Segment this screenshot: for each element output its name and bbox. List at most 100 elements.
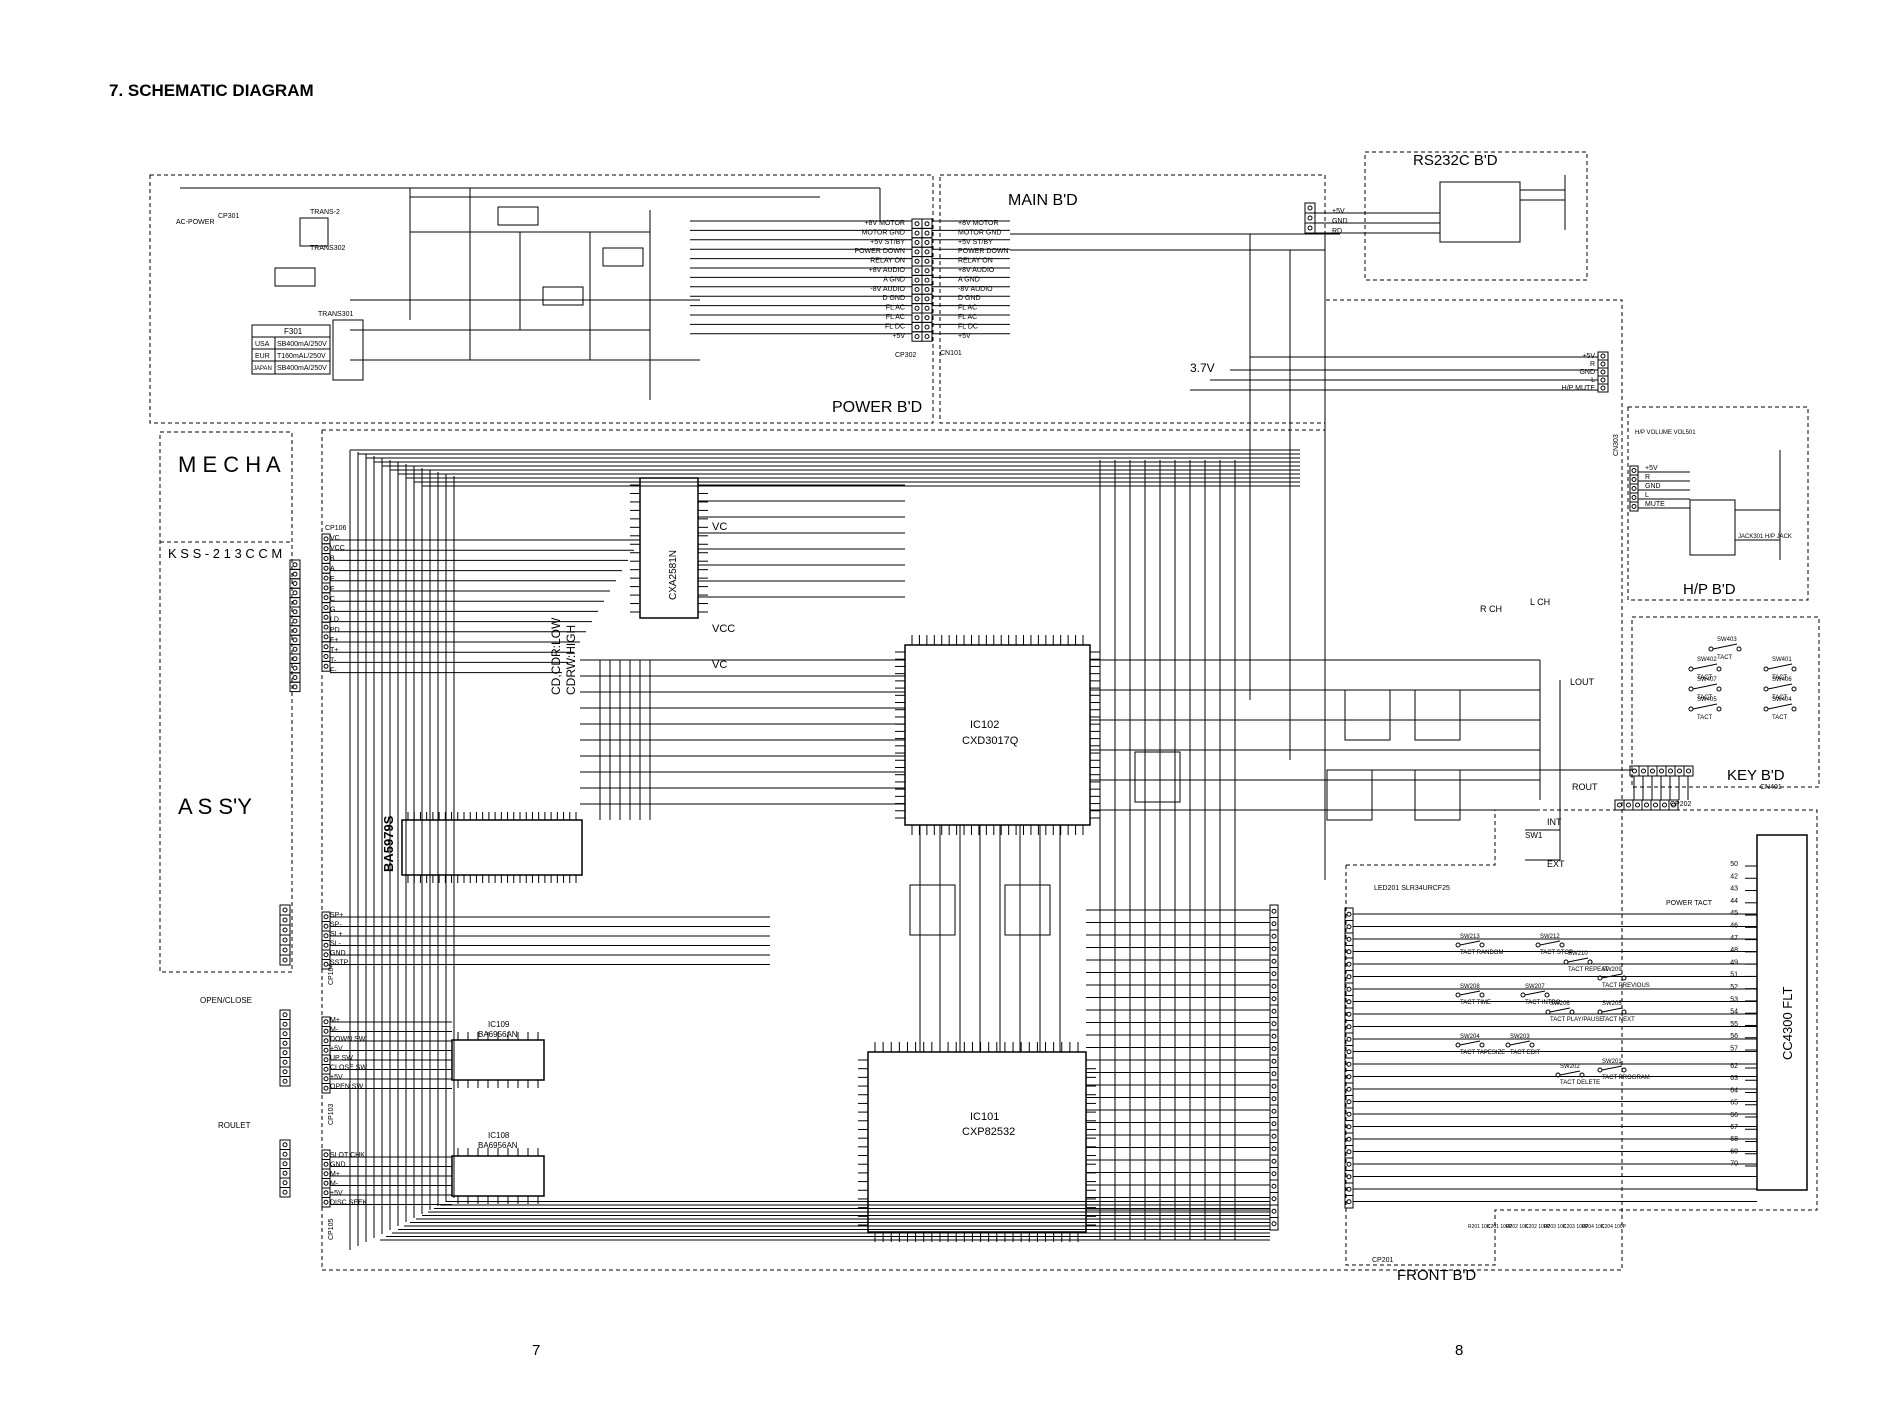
cp302-pin	[911, 246, 923, 258]
ic110-body	[1414, 769, 1461, 821]
key-switch-label-6: SW404	[1772, 697, 1792, 703]
cp106-pin-pin	[323, 663, 329, 669]
power-board-label: POWER B'D	[832, 399, 922, 416]
cp106-pin-pin	[323, 565, 329, 571]
cp103-pin-pin	[323, 1019, 329, 1025]
main-connector-label-12: +5V	[958, 333, 971, 340]
spindle-pin-label-4: GND	[330, 950, 346, 957]
front-switch-terminal	[1505, 1042, 1511, 1048]
cp105-pin	[321, 1178, 331, 1189]
cp201-pin-pin	[1346, 1161, 1352, 1167]
rs232c-pin-label-1: GND	[1332, 218, 1348, 225]
vfd-pin-a-9: 51	[1730, 972, 1738, 979]
kss-connector-pin-pin	[292, 599, 298, 605]
cn101-pin	[921, 256, 933, 267]
key-switch-terminal	[1736, 646, 1742, 652]
cn303-pin-pin	[1631, 495, 1637, 500]
front-switch-contact	[1524, 990, 1546, 996]
front-switch-terminal	[1555, 1072, 1561, 1078]
main-connector-label-4: RELAY ON	[958, 258, 993, 265]
cp104-pin-pin	[323, 961, 329, 967]
front-switch-ref-8: SW204	[1460, 1034, 1480, 1040]
cp201-pin-pin	[1346, 1149, 1352, 1155]
cp201-pin-pin	[1346, 924, 1352, 930]
front-switch-contact	[1509, 1040, 1531, 1046]
vfd-pin-b-3: 65	[1730, 1100, 1738, 1107]
front-switch-ref-6: SW206	[1550, 1001, 1570, 1007]
vfd-pin-b-2: 64	[1730, 1087, 1738, 1094]
ic102-ref: IC102	[970, 719, 999, 731]
main-connector-label-7: -8V AUDIO	[958, 286, 993, 293]
cp104-pin-pin	[323, 952, 329, 958]
cp103-pin-pin	[323, 1047, 329, 1053]
key-switch-terminal	[1688, 706, 1694, 712]
front-switch-terminal	[1559, 942, 1565, 948]
cp103-pin-pin	[323, 1076, 329, 1082]
hp-board-pin-label-1: R	[1645, 474, 1650, 481]
kss-pin-label-1: VCC	[330, 545, 345, 552]
front-switch-name-6: TACT PLAY/PAUSE	[1550, 1017, 1603, 1023]
cn401-label: CN401	[1760, 784, 1782, 791]
cp105-pin	[321, 1149, 331, 1160]
cp201-pin-pin	[1346, 986, 1352, 992]
cp101-pin	[1269, 1129, 1279, 1143]
fuse-row-0-region: USA	[255, 341, 270, 348]
cp106-pin	[321, 582, 331, 594]
cp106-pin-pin	[323, 575, 329, 581]
cp104-pin-pin	[323, 923, 329, 929]
cn101-pin-pin	[924, 230, 930, 236]
cn303-pin	[1629, 483, 1639, 494]
page-number-left: 7	[532, 1342, 541, 1359]
loading-connector-pin	[279, 1066, 291, 1077]
kss-pin-label-11: T+	[330, 647, 338, 654]
loading-connector-pin	[279, 1057, 291, 1068]
ic102-part: CXD3017Q	[962, 735, 1019, 747]
cp101-pin	[1269, 979, 1279, 993]
cn106-pin-pin	[1600, 369, 1606, 375]
kss-connector-pin	[289, 681, 301, 693]
cp302-pin	[911, 274, 923, 286]
cp302-pin-pin	[914, 258, 920, 264]
cp202-pin-pin	[1662, 802, 1667, 808]
cp101-pin-pin	[1271, 1158, 1277, 1164]
cp106-label: CP106	[325, 525, 347, 532]
front-rc-label-6: R204 10K	[1582, 1224, 1605, 1230]
front-switch-contact	[1601, 973, 1623, 979]
main-connector-label-9: FL AC	[958, 305, 977, 312]
cp101-pin	[1269, 967, 1279, 981]
spindle-connector-pin	[279, 954, 291, 966]
cp104-pin	[321, 921, 331, 932]
loading-connector-pin-pin	[282, 1050, 288, 1056]
loading-connector-pin	[279, 1047, 291, 1058]
cp104-pin	[321, 940, 331, 951]
spindle-pin-label-2: SL+	[330, 931, 343, 938]
kss-pin-label-12: T-	[330, 657, 337, 664]
cn101-pin	[921, 274, 933, 286]
cp106-pin-pin	[323, 605, 329, 610]
trans2-label: TRANS-2	[310, 209, 340, 216]
cn303-pin	[1629, 501, 1639, 512]
main-connector-label-6: A GND	[958, 276, 980, 283]
ic104-part: BA5979S	[381, 815, 396, 872]
vfd-pin-b-6: 68	[1730, 1136, 1738, 1143]
hp-board-frame	[1627, 406, 1809, 601]
cp201-pin-pin	[1346, 1011, 1352, 1017]
key-switch-tact-5: TACT	[1697, 715, 1713, 721]
cn101-pin	[921, 265, 933, 276]
cn303-pin-pin	[1631, 486, 1637, 491]
trans301-label: TRANS301	[318, 311, 354, 318]
front-switch-contact	[1559, 1070, 1581, 1076]
cp105-pin-pin	[323, 1161, 329, 1167]
cn101-pin-pin	[924, 268, 930, 274]
spindle-pin-label-5: SSTP	[330, 960, 349, 967]
cp103-pin-pin	[323, 1057, 329, 1063]
cn101-pin-pin	[924, 249, 930, 255]
key-switch-terminal	[1763, 706, 1769, 712]
kss-pin-label-9: PD	[330, 627, 340, 634]
vfd-pin-a-3: 44	[1730, 898, 1738, 905]
cp101-pin	[1269, 1154, 1279, 1168]
vfd-pin-a-4: 45	[1730, 910, 1738, 917]
key-switch-tact-1: TACT	[1697, 675, 1713, 681]
front-switch-contact	[1549, 1007, 1571, 1013]
key-switch-label-5: SW405	[1697, 697, 1717, 703]
